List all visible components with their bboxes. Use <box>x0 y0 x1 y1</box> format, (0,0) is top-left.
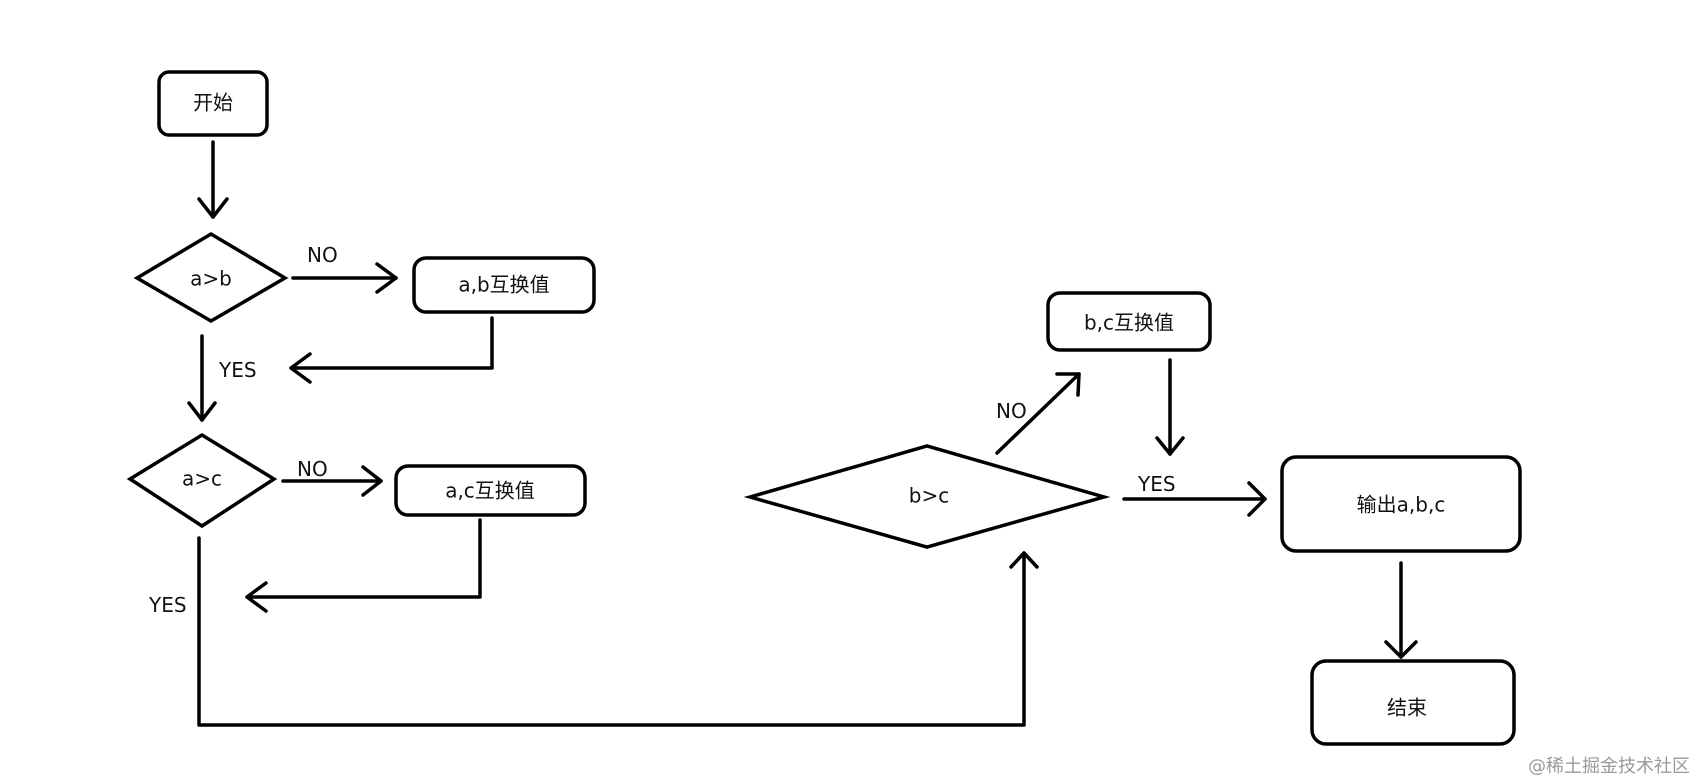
watermark-text: @稀土掘金技术社区 <box>1528 756 1690 777</box>
arrow-bc-yes <box>1122 481 1267 517</box>
swap-bc-node-label: b,c互换值 <box>1084 311 1174 335</box>
arrow-ab-yes <box>187 334 217 422</box>
start-node: 开始 <box>157 70 269 137</box>
output-node: 输出a,b,c <box>1280 455 1522 553</box>
label-ac-yes: YES <box>148 593 187 617</box>
swap-ac-node: a,c互换值 <box>394 464 587 517</box>
arrow-bc-no <box>995 372 1081 455</box>
end-node-label: 结束 <box>1387 696 1427 720</box>
swap-ac-node-label: a,c互换值 <box>445 479 535 503</box>
decision-b-gt-c-label: b>c <box>909 484 949 508</box>
arrow-ac-yes <box>197 536 1039 727</box>
arrow-swap-ab-return <box>289 316 494 384</box>
label-bc-no: NO <box>996 399 1027 423</box>
arrow-swap-bc-down <box>1155 358 1185 456</box>
output-node-label: 输出a,b,c <box>1357 493 1446 517</box>
end-node: 结束 <box>1310 659 1516 746</box>
label-ab-yes: YES <box>218 358 257 382</box>
start-node-label: 开始 <box>193 91 233 115</box>
decision-b-gt-c: b>c <box>743 444 1111 549</box>
label-ac-no: NO <box>297 457 328 481</box>
swap-ab-node-label: a,b互换值 <box>458 273 549 297</box>
swap-ab-node: a,b互换值 <box>412 256 596 314</box>
swap-bc-node: b,c互换值 <box>1046 291 1212 352</box>
arrow-start-to-ab <box>197 140 229 219</box>
arrow-ac-no <box>281 465 383 497</box>
arrow-swap-ac-return <box>245 518 482 613</box>
arrow-output-to-end <box>1384 561 1418 659</box>
decision-a-gt-b-label: a>b <box>190 267 232 291</box>
decision-a-gt-c-label: a>c <box>182 467 222 491</box>
arrow-ab-no <box>291 262 398 294</box>
label-ab-no: NO <box>307 243 338 267</box>
decision-a-gt-c: a>c <box>126 432 278 529</box>
decision-a-gt-b: a>b <box>133 231 289 324</box>
label-bc-yes: YES <box>1137 472 1176 496</box>
